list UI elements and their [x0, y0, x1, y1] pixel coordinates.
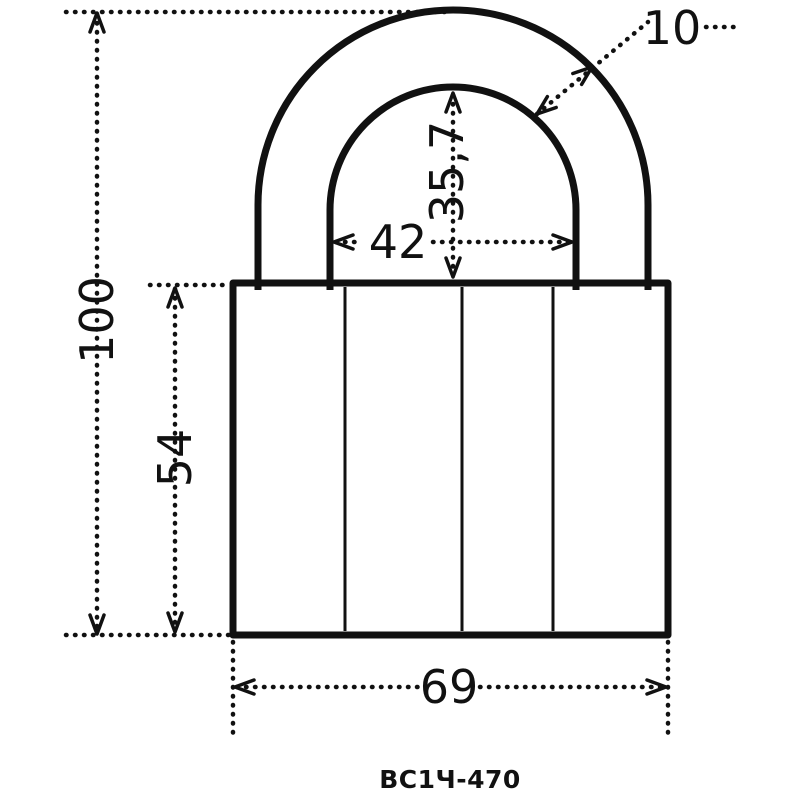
- dim-body-height-label: 54: [148, 429, 202, 488]
- dim-shackle-diameter-arrow-inner: [535, 94, 558, 116]
- dim-inner-width-arrow-right: [551, 233, 574, 251]
- dim-body-width-arrow-left: [233, 678, 256, 696]
- drawing-layer: 100 54 42 35,7 10 69 ВС1Ч-470: [63, 1, 741, 794]
- dim-inner-width-label: 42: [369, 215, 428, 269]
- dim-body-width-arrow-right: [645, 678, 668, 696]
- dim-total-height-arrow-top: [88, 11, 106, 34]
- dim-body-width-label: 69: [420, 660, 479, 714]
- dim-body-height-arrow-bottom: [166, 611, 184, 634]
- dim-shackle-diameter-arrow-outer: [571, 65, 594, 87]
- dim-total-height-label: 100: [70, 276, 124, 364]
- dim-inner-width-arrow-left: [332, 233, 355, 251]
- dim-shackle-diameter-label: 10: [643, 1, 702, 55]
- dim-total-height-arrow-bottom: [88, 613, 106, 636]
- padlock-body: [229, 279, 672, 639]
- model-label: ВС1Ч-470: [379, 765, 521, 794]
- padlock-shackle: [254, 6, 652, 290]
- dim-body-height-arrow-top: [166, 286, 184, 309]
- dim-inner-height-arrow-top: [444, 91, 462, 114]
- dim-inner-height-label: 35,7: [420, 121, 474, 223]
- dim-inner-height-arrow-bottom: [444, 256, 462, 279]
